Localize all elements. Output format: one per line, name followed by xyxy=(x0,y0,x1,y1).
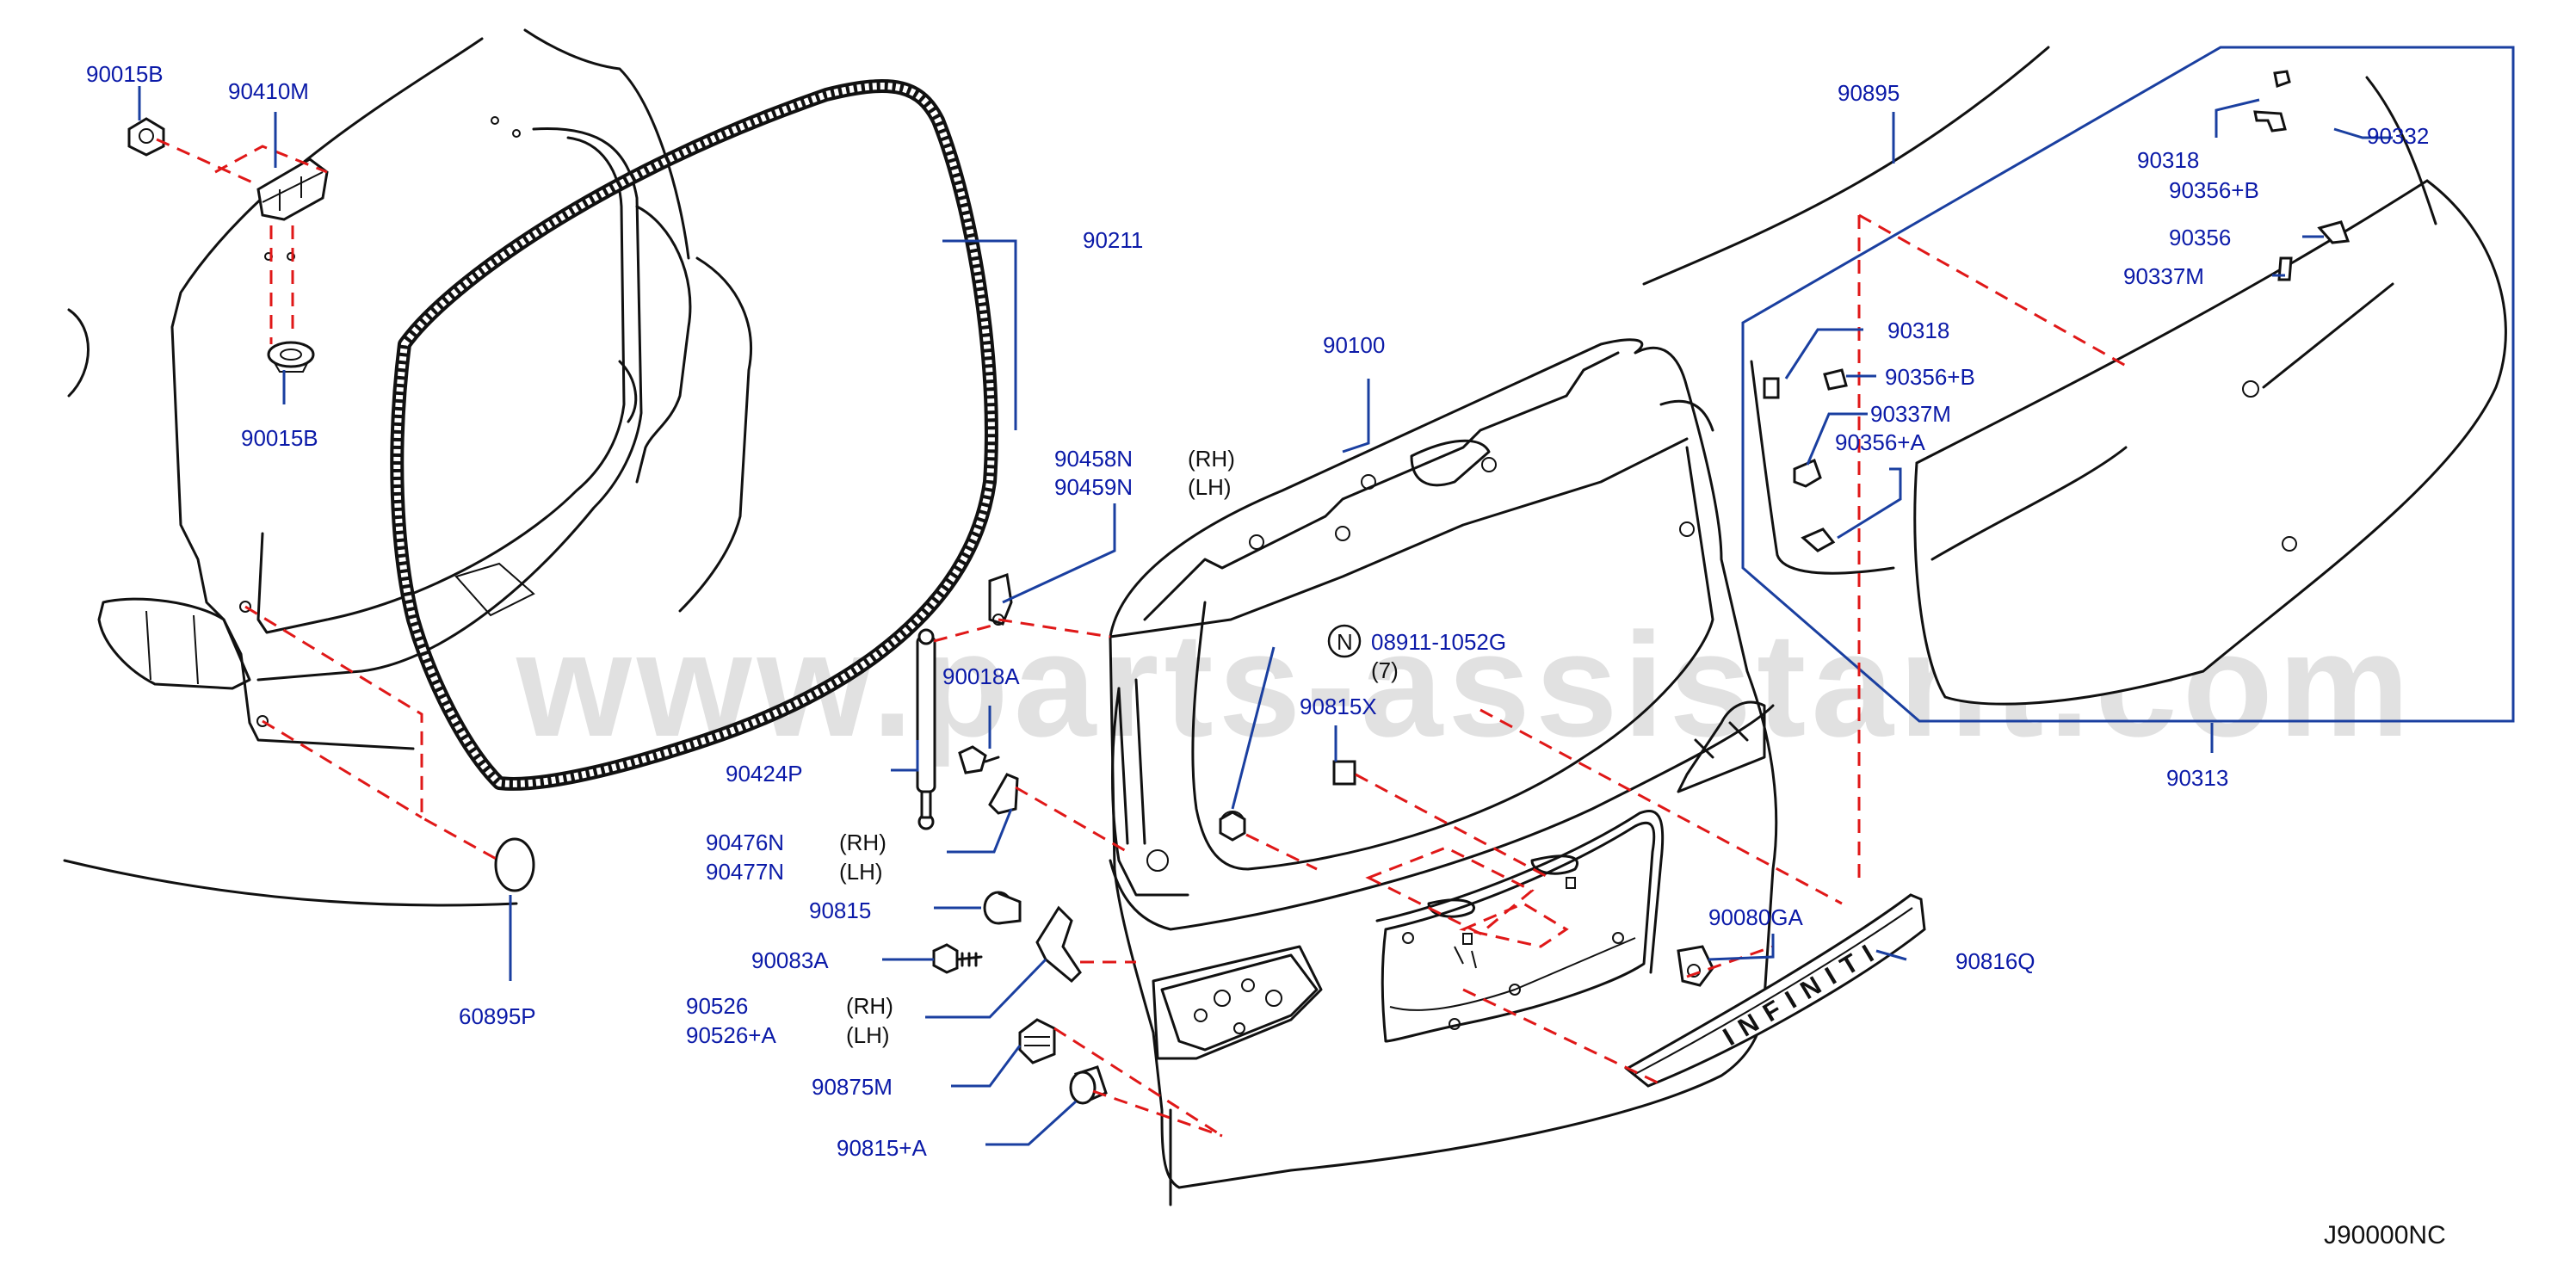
side-lh-90459N: (LH) xyxy=(1188,474,1232,500)
weatherstrip-seal-90211 xyxy=(390,79,998,791)
assembly-guide-lines xyxy=(156,138,2127,1138)
label-90476N: 90476N xyxy=(706,830,784,855)
label-90526A: 90526+A xyxy=(686,1022,776,1048)
label-90815X: 90815X xyxy=(1300,694,1377,719)
label-90356: 90356 xyxy=(2169,225,2231,250)
label-90424P: 90424P xyxy=(726,761,803,787)
label-90458N: 90458N xyxy=(1054,446,1133,472)
label-08911-qty: (7) xyxy=(1371,657,1399,683)
side-rh-90526: (RH) xyxy=(846,993,893,1019)
label-90332: 90332 xyxy=(2367,123,2429,149)
label-90815A: 90815+A xyxy=(837,1135,927,1161)
label-90080GA: 90080GA xyxy=(1708,904,1804,930)
label-90018A: 90018A xyxy=(942,663,1020,689)
label-90356B-mid: 90356+B xyxy=(1885,364,1975,390)
note-symbol-n-icon: N xyxy=(1327,624,1362,658)
label-90211: 90211 xyxy=(1083,227,1143,253)
side-lh-90477N: (LH) xyxy=(839,859,883,885)
label-90477N: 90477N xyxy=(706,859,784,885)
label-90337M-mid: 90337M xyxy=(1870,401,1951,427)
label-90875M: 90875M xyxy=(812,1074,893,1100)
label-90337M-top: 90337M xyxy=(2123,263,2204,289)
label-90815: 90815 xyxy=(809,898,871,923)
label-90015B-bottom: 90015B xyxy=(241,425,318,451)
part-labels: 90015B 90410M 90015B 90211 60895P 90100 … xyxy=(86,61,2446,1249)
label-90410M: 90410M xyxy=(228,78,309,104)
label-90083A: 90083A xyxy=(751,947,829,973)
label-90100: 90100 xyxy=(1323,332,1385,358)
hardware-parts xyxy=(127,117,1714,1105)
label-08911-1052G: 08911-1052G xyxy=(1371,629,1506,655)
label-90318-top: 90318 xyxy=(2137,147,2199,173)
emblem-text: INFINITI xyxy=(1719,935,1887,1052)
label-90459N: 90459N xyxy=(1054,474,1133,500)
side-rh-90476N: (RH) xyxy=(839,830,886,855)
diagram-code: J90000NC xyxy=(2324,1221,2446,1249)
leader-lines xyxy=(138,86,2393,1146)
svg-text:N: N xyxy=(1337,629,1353,655)
back-window-assembly xyxy=(1642,46,2515,723)
label-90526: 90526 xyxy=(686,993,748,1019)
label-90895: 90895 xyxy=(1838,80,1900,106)
side-lh-90526A: (LH) xyxy=(846,1022,890,1048)
label-90313: 90313 xyxy=(2166,765,2228,791)
label-60895P: 60895P xyxy=(459,1003,536,1029)
back-door-panel-90100 xyxy=(1109,338,1778,1206)
side-rh-90458N: (RH) xyxy=(1188,446,1235,472)
vehicle-body-outline xyxy=(63,28,752,907)
label-90318-mid: 90318 xyxy=(1887,318,1949,343)
label-90816Q: 90816Q xyxy=(1955,948,2035,974)
label-90015B-top: 90015B xyxy=(86,61,164,87)
label-90356A: 90356+A xyxy=(1835,429,1925,455)
label-90356B-top: 90356+B xyxy=(2169,177,2259,203)
